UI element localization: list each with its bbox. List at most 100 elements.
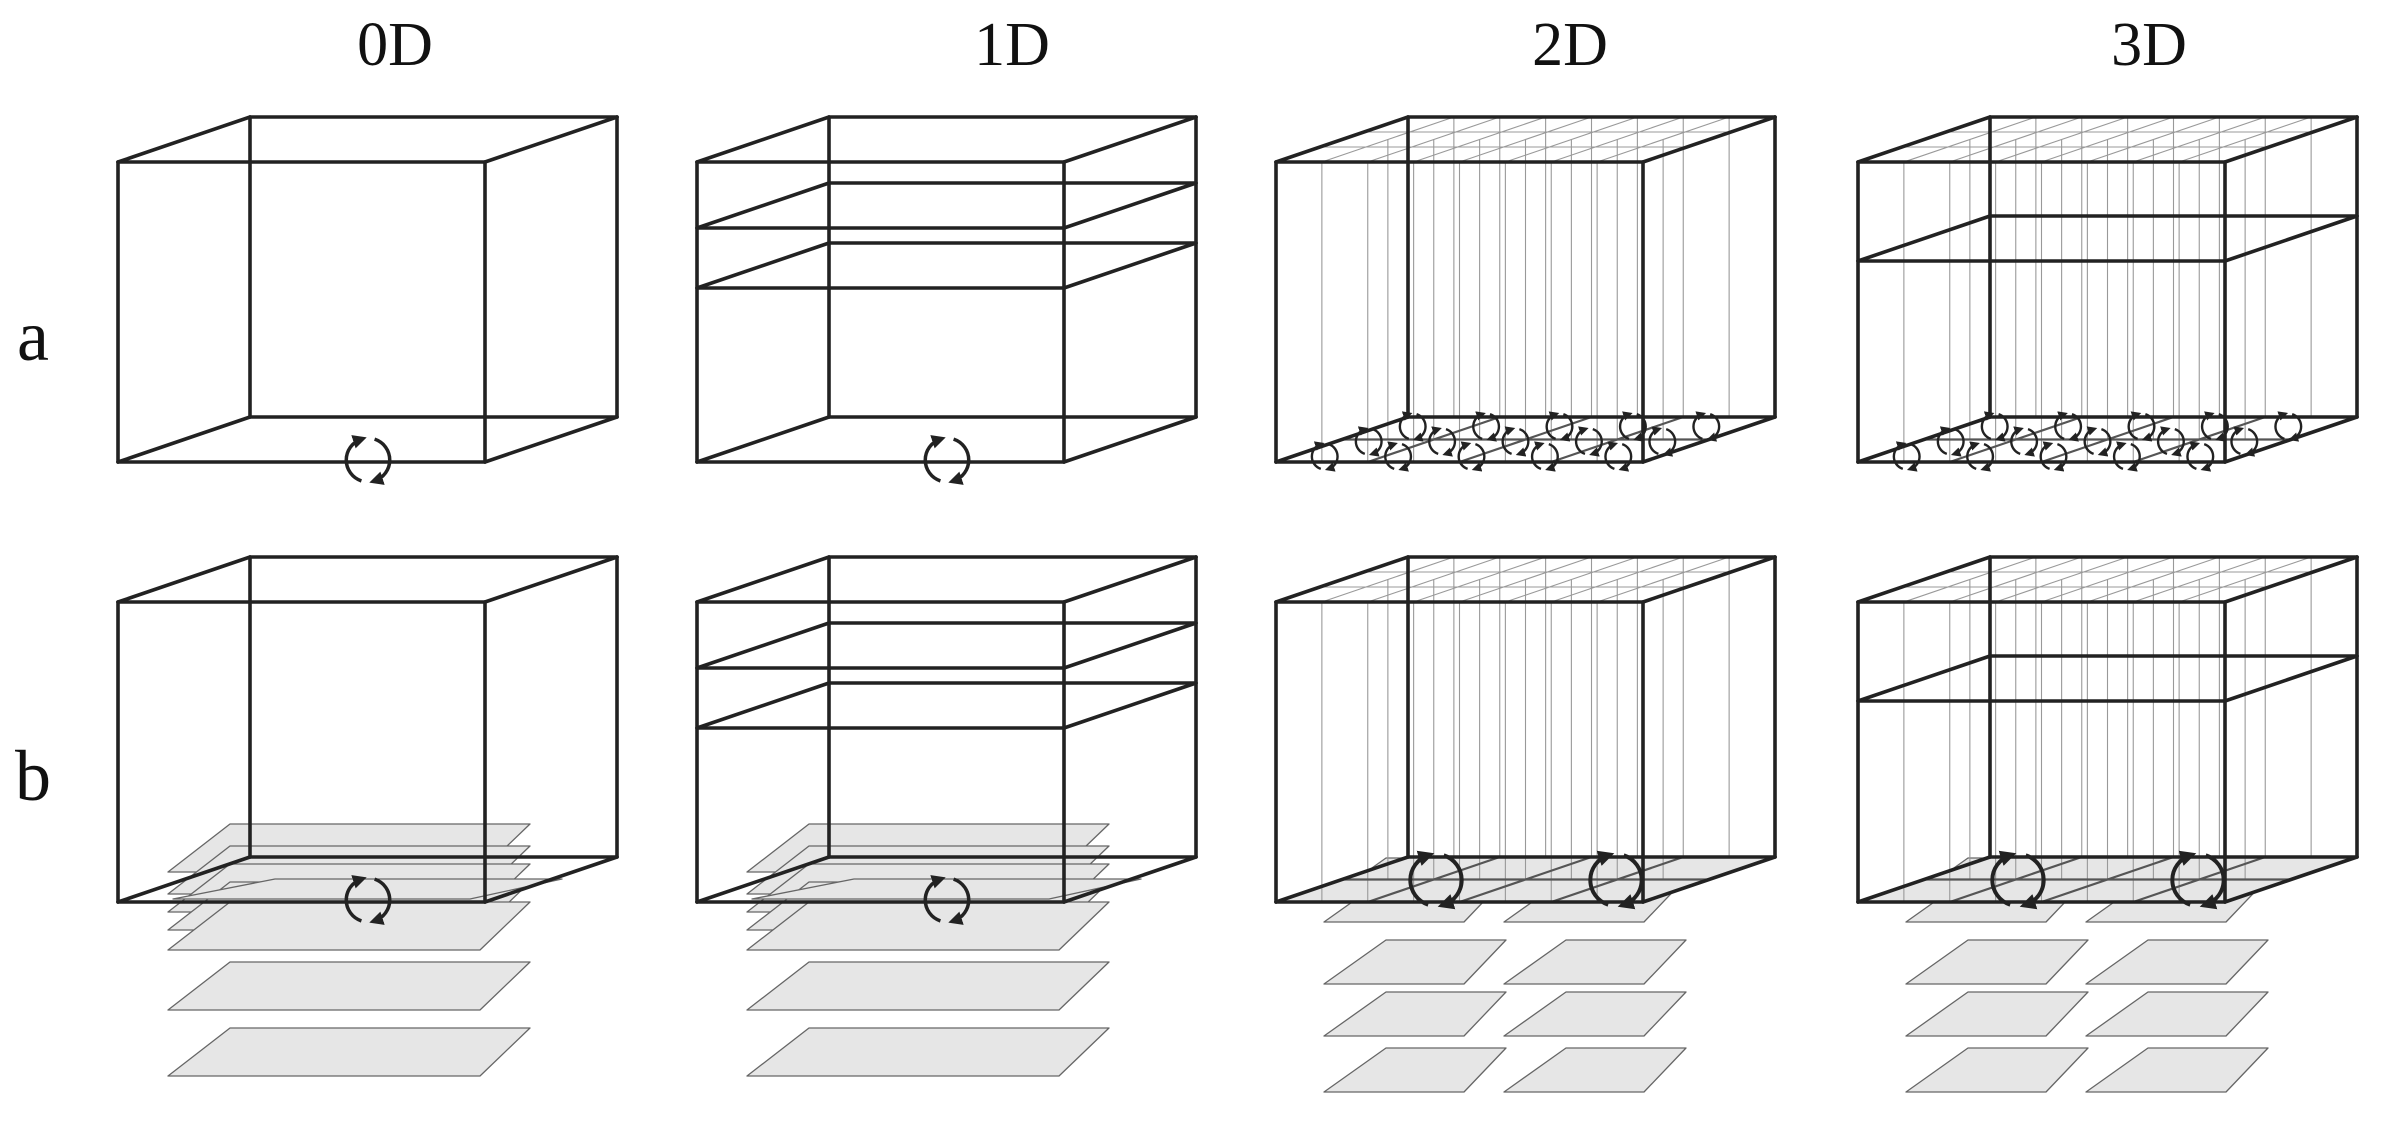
column-label-3d: 3D <box>2111 11 2187 79</box>
layer-sheet <box>1323 1047 1507 1093</box>
rotation-arrows-icon <box>2112 441 2141 472</box>
layer-sheet <box>167 901 531 951</box>
layer-sheet <box>2085 991 2269 1037</box>
rotation-arrows-icon <box>1588 850 1644 910</box>
rotation-arrows-icon <box>2083 426 2112 457</box>
rotation-arrows-icon <box>923 435 971 485</box>
cube-edge <box>695 115 831 164</box>
layer-sheet <box>2085 939 2269 985</box>
cube-edge <box>1274 115 1410 164</box>
top-grid-line <box>1367 556 1501 603</box>
top-grid-line <box>1903 556 2037 603</box>
rotation-arrows-icon <box>344 435 392 485</box>
rotation-arrows-icon <box>1398 411 1427 442</box>
rotation-arrows-icon <box>1648 426 1677 457</box>
layer-sheet <box>1905 939 2089 985</box>
layer-plane-edge <box>1062 181 1198 230</box>
rotation-arrows-icon <box>1472 411 1501 442</box>
rotation-arrows-icon <box>1692 411 1721 442</box>
cube-edge <box>116 415 252 464</box>
cube-edge <box>116 855 252 904</box>
column-label-1d: 1D <box>974 11 1050 79</box>
cube-edge <box>1856 555 1992 604</box>
row-label-b: b <box>15 736 51 816</box>
top-grid-line <box>1321 116 1455 163</box>
cube-edge <box>695 555 831 604</box>
rotation-arrows-icon <box>1384 441 1413 472</box>
sheet-stack <box>1858 857 2357 1093</box>
rotation-arrows-icon <box>1408 850 1464 910</box>
layer-plane-edge <box>2223 654 2359 703</box>
top-grid-line <box>2178 116 2312 163</box>
cube-1d-a <box>695 115 1198 485</box>
rotation-arrows-icon <box>1990 850 2046 910</box>
rotation-arrows-icon <box>2010 426 2039 457</box>
column-label-0d: 0D <box>357 11 433 79</box>
top-grid-line <box>1367 116 1501 163</box>
layer-sheet <box>746 901 1110 951</box>
cube-edge <box>1641 855 1777 904</box>
cube-edge <box>1641 555 1777 604</box>
rotation-arrows-icon <box>1428 426 1457 457</box>
top-grid-line <box>1413 556 1547 603</box>
top-grid-line <box>1550 116 1684 163</box>
top-grid-line <box>1550 556 1684 603</box>
top-grid-line <box>1504 556 1638 603</box>
confinement-layers <box>1856 654 2359 703</box>
top-grid-line <box>1413 116 1547 163</box>
layer-plane-edge <box>695 621 831 670</box>
cube-edge <box>2223 555 2359 604</box>
layer-plane-edge <box>1062 241 1198 290</box>
rotation-arrows-icon <box>1501 426 1530 457</box>
cube-edge <box>1274 415 1410 464</box>
cube-edges <box>1856 555 2359 904</box>
cube-edge <box>116 115 252 164</box>
top-grid-line <box>1504 116 1638 163</box>
top-grid-line <box>2086 556 2220 603</box>
layer-sheet <box>167 1027 531 1077</box>
cube-edge <box>116 555 252 604</box>
row-label-a: a <box>17 296 49 376</box>
top-grid-line <box>1949 116 2083 163</box>
confinement-layers <box>695 181 1198 290</box>
layer-sheet <box>1905 991 2089 1037</box>
rotation-arrows-icon <box>2274 411 2303 442</box>
column-label-2d: 2D <box>1532 11 1608 79</box>
top-grid-line <box>2040 556 2175 603</box>
layer-sheet <box>167 961 531 1011</box>
layer-sheet <box>1503 1047 1687 1093</box>
layer-plane-edge <box>1062 621 1198 670</box>
layer-sheet <box>1503 991 1687 1037</box>
grid-lines <box>1319 556 1732 904</box>
cube-1d-b <box>695 555 1198 1077</box>
cube-edges <box>1274 555 1777 904</box>
rotation-arrows-icon <box>1618 411 1647 442</box>
layer-sheet <box>1323 991 1507 1037</box>
top-grid-line <box>2132 116 2266 163</box>
rotation-arrows-icon <box>1604 441 1633 472</box>
rotation-arrows-icon <box>2230 426 2259 457</box>
top-grid-line <box>1995 116 2129 163</box>
top-grid-line <box>1903 116 2037 163</box>
rotation-arrows-icon <box>1574 426 1603 457</box>
rotation-arrows-icon <box>2039 441 2068 472</box>
sheet-stack <box>746 823 1142 1077</box>
layer-plane-edge <box>1856 214 1992 263</box>
layer-sheet <box>2085 1047 2269 1093</box>
layer-sheet <box>1905 1047 2089 1093</box>
layer-sheet <box>746 1027 1110 1077</box>
cube-2d-b <box>1274 555 1777 1093</box>
cube-2d-a <box>1274 115 1777 472</box>
cube-edges <box>695 115 1198 464</box>
top-grid-line <box>1596 116 1730 163</box>
cube-3d-a <box>1856 115 2359 472</box>
top-grid-line <box>1458 116 1593 163</box>
layer-plane-edge <box>2223 214 2359 263</box>
rotation-arrows-icon <box>1980 411 2009 442</box>
sheet-stack <box>1276 857 1775 1093</box>
cube-0d-b <box>116 555 619 1077</box>
cube-edge <box>1641 115 1777 164</box>
rotation-arrows-icon <box>1936 426 1965 457</box>
cube-0d-a <box>116 115 619 485</box>
